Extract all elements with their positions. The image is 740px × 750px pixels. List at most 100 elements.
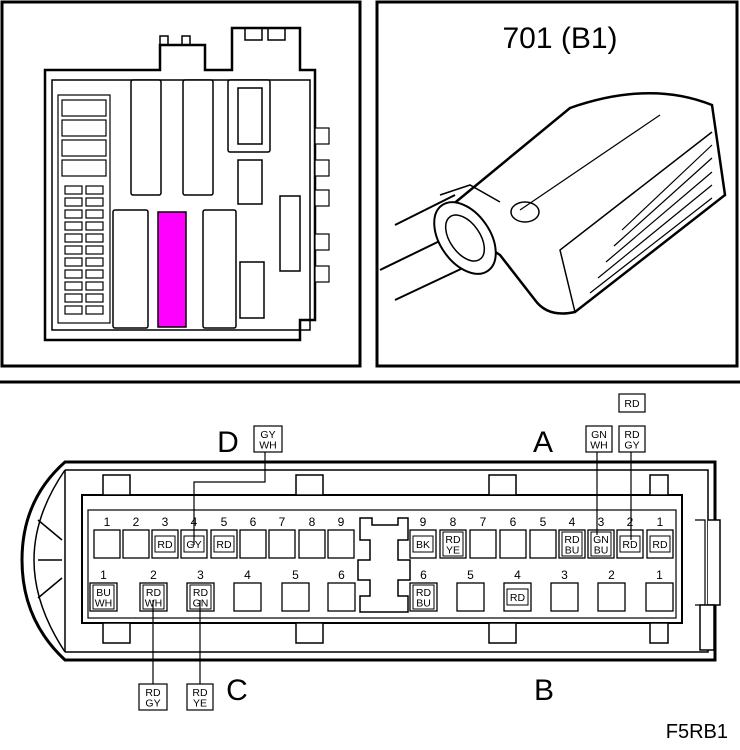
wire-color-label: RD — [622, 539, 638, 551]
d-pin-7: 7 — [268, 515, 296, 559]
wire-color-label: RD — [510, 592, 526, 604]
a-pin-9: 9BK — [409, 515, 437, 559]
fuse-column — [57, 94, 111, 324]
pin-number: 2 — [133, 515, 140, 529]
pin-number: 5 — [292, 568, 299, 582]
wire-color-label: WH — [95, 597, 113, 609]
pin-number: 5 — [221, 515, 228, 529]
a-pin-2: 2RD — [616, 515, 644, 559]
figure-code: F5RB1 — [666, 721, 728, 743]
pin-number: 4 — [244, 568, 251, 582]
pin-number: 3 — [561, 568, 568, 582]
pin-number: 2 — [608, 568, 615, 582]
wire-color-label: RD — [146, 587, 162, 599]
c-pin-4: 4 — [233, 568, 262, 612]
highlighted-fuse-slot — [157, 211, 187, 328]
connector-photo-panel: 701 (B1) — [375, 0, 739, 368]
b-pin-4: 4RD — [503, 568, 532, 612]
wire-color-label: BU — [565, 544, 580, 556]
wire-color-label: BU — [594, 544, 609, 556]
callout-wire-label: WH — [590, 439, 608, 451]
b-pin-5: 5 — [456, 568, 485, 612]
wire-color-label: YE — [446, 544, 460, 556]
callout-a2-upper: RD — [618, 393, 646, 413]
callout-wire-label: WH — [259, 439, 277, 451]
pin-number: 5 — [467, 568, 474, 582]
pin-number: 7 — [480, 515, 487, 529]
d-pin-3: 3RD — [151, 515, 179, 559]
pin-number: 9 — [338, 515, 345, 529]
a-pin-7: 7 — [469, 515, 497, 559]
relay-slots-lower — [112, 195, 301, 329]
pin-number: 6 — [420, 568, 427, 582]
fuse-box-panel — [0, 0, 362, 368]
callout-wire-label: GY — [145, 697, 160, 709]
callout-wire-label: GY — [624, 439, 639, 451]
wire-color-label: BU — [416, 597, 431, 609]
pin-number: 1 — [656, 568, 663, 582]
pin-number: 1 — [657, 515, 664, 529]
pin-number: 1 — [104, 515, 111, 529]
pin-number: 5 — [540, 515, 547, 529]
a-pin-6: 6 — [499, 515, 527, 559]
wire-color-label: RD — [193, 587, 209, 599]
pin-number: 4 — [569, 515, 576, 529]
pin-number: 3 — [162, 515, 169, 529]
pin-number: 3 — [598, 515, 605, 529]
pin-number: 6 — [338, 568, 345, 582]
callout-wire-label: RD — [145, 687, 161, 699]
wire-color-label: RD — [652, 539, 668, 551]
c-pin-5: 5 — [281, 568, 310, 612]
wire-color-label: RD — [445, 534, 461, 546]
wire-color-label: GN — [593, 534, 609, 546]
d-pin-9: 9 — [327, 515, 355, 559]
pin-number: 2 — [627, 515, 634, 529]
d-pin-1: 1 — [93, 515, 121, 559]
pin-number: 9 — [420, 515, 427, 529]
pin-number: 8 — [450, 515, 457, 529]
callout-wire-label: RD — [192, 687, 208, 699]
a-pin-1: 1RD — [646, 515, 674, 559]
callout-wire-label: GN — [591, 429, 607, 441]
d-pin-6: 6 — [239, 515, 267, 559]
wire-color-label: RD — [216, 539, 232, 551]
c-pin-6: 6 — [327, 568, 356, 612]
pin-number: 6 — [510, 515, 517, 529]
callout-wire-label: GY — [260, 429, 275, 441]
relay-slots-upper — [130, 79, 271, 205]
callout-wire-label: RD — [624, 398, 640, 410]
pin-number: 1 — [100, 568, 107, 582]
callout-wire-label: RD — [624, 429, 640, 441]
d-pin-2: 2 — [122, 515, 150, 559]
connector-title: 701 (B1) — [502, 22, 617, 55]
wire-color-label: RD — [564, 534, 580, 546]
b-pin-1: 1 — [645, 568, 674, 612]
d-pin-5: 5RD — [210, 515, 238, 559]
wire-color-label: BU — [96, 587, 111, 599]
wire-color-label: BK — [416, 539, 430, 551]
wire-color-label: RD — [157, 539, 173, 551]
pin-number: 4 — [514, 568, 521, 582]
pin-number: 2 — [150, 568, 157, 582]
side-label-c: C — [226, 674, 248, 707]
callout-wire-label: YE — [193, 697, 207, 709]
side-label-a: A — [533, 426, 553, 459]
pin-number: 8 — [309, 515, 316, 529]
wire-color-label: RD — [416, 587, 432, 599]
b-pin-3: 3 — [550, 568, 579, 612]
